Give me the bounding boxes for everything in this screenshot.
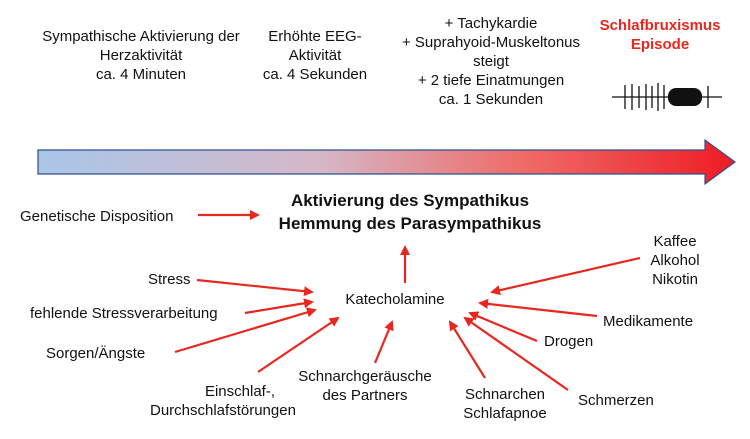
stage1-line3: ca. 4 Minuten xyxy=(95,66,187,83)
stage3-line3: steigt xyxy=(473,53,509,70)
arrow-drugs xyxy=(468,311,538,343)
stage-eeg: Erhöhte EEG- Aktivität ca. 4 Sekunden xyxy=(250,27,380,84)
factor-partner-snoring: Schnarchgeräusche des Partners xyxy=(290,367,440,405)
activation-line1: Aktivierung des Sympathikus xyxy=(290,191,530,210)
partner-line1: Schnarchgeräusche xyxy=(298,368,432,385)
factor-medication: Medikamente xyxy=(603,313,694,330)
stage3-line5: ca. 1 Sekunden xyxy=(438,91,544,108)
arrow-substances xyxy=(490,256,641,296)
sleep-line1: Einschlaf-, xyxy=(204,383,275,400)
stage1-line1: Sympathische Aktivierung der xyxy=(42,28,240,45)
arrow-pain xyxy=(463,316,569,391)
stage3-line1: + Tachykardie xyxy=(444,15,538,32)
stage4-line1: Schlafbruxismus xyxy=(599,17,721,34)
stage2-line1: Erhöhte EEG- xyxy=(268,28,362,45)
arrow-medication xyxy=(478,298,598,318)
arrow-snoring xyxy=(448,320,486,379)
stage-sympathetic-cardiac: Sympathische Aktivierung der Herzaktivit… xyxy=(30,27,252,84)
arrow-stress xyxy=(196,278,314,297)
arrow-partner xyxy=(373,320,394,364)
stage3-line2: + Suprahyoid-Muskeltonus xyxy=(401,34,580,51)
snoring-line1: Schnarchen xyxy=(464,386,546,403)
stage3-line4: + 2 tiefe Einatmungen xyxy=(417,72,565,89)
arrow-coping xyxy=(244,298,314,315)
arrow-sleep xyxy=(257,316,340,373)
factor-substances: Kaffee Alkohol Nikotin xyxy=(640,232,710,289)
substance-alcohol: Alkohol xyxy=(650,252,700,269)
factor-genetic: Genetische Disposition xyxy=(20,208,174,225)
activation-title: Aktivierung des Sympathikus Hemmung des … xyxy=(245,189,575,235)
partner-line2: des Partners xyxy=(322,387,408,404)
stage4-line2: Episode xyxy=(630,36,690,53)
snoring-line2: Schlafapnoe xyxy=(463,405,547,422)
factor-coping: fehlende Stressverarbeitung xyxy=(30,305,218,322)
sleep-line2: Durchschlafstörungen xyxy=(150,402,296,419)
factor-sleep-disorders: Einschlaf-, Durchschlafstörungen xyxy=(150,382,296,420)
activation-line2: Hemmung des Parasympathikus xyxy=(278,214,542,233)
catecholamine-hub: Katecholamine xyxy=(345,291,445,308)
stage1-line2: Herzaktivität xyxy=(99,47,183,64)
stage-bruxism-episode: Schlafbruxismus Episode xyxy=(590,16,730,54)
arrow-worries xyxy=(174,307,317,354)
factor-drugs: Drogen xyxy=(544,333,594,350)
stage2-line2: Aktivität xyxy=(288,47,342,64)
stage-tachycardia: + Tachykardie + Suprahyoid-Muskeltonus s… xyxy=(378,14,604,109)
factor-worries: Sorgen/Ängste xyxy=(46,345,146,362)
substance-coffee: Kaffee xyxy=(653,233,697,250)
substance-nicotine: Nikotin xyxy=(652,271,698,288)
factor-pain: Schmerzen xyxy=(578,392,654,409)
emg-burst xyxy=(668,88,702,106)
timeline-arrow xyxy=(37,138,737,186)
stage2-line3: ca. 4 Sekunden xyxy=(262,66,368,83)
factor-stress: Stress xyxy=(148,271,191,288)
emg-waveform-icon xyxy=(612,83,722,111)
factor-snoring-apnea: Schnarchen Schlafapnoe xyxy=(450,385,560,423)
